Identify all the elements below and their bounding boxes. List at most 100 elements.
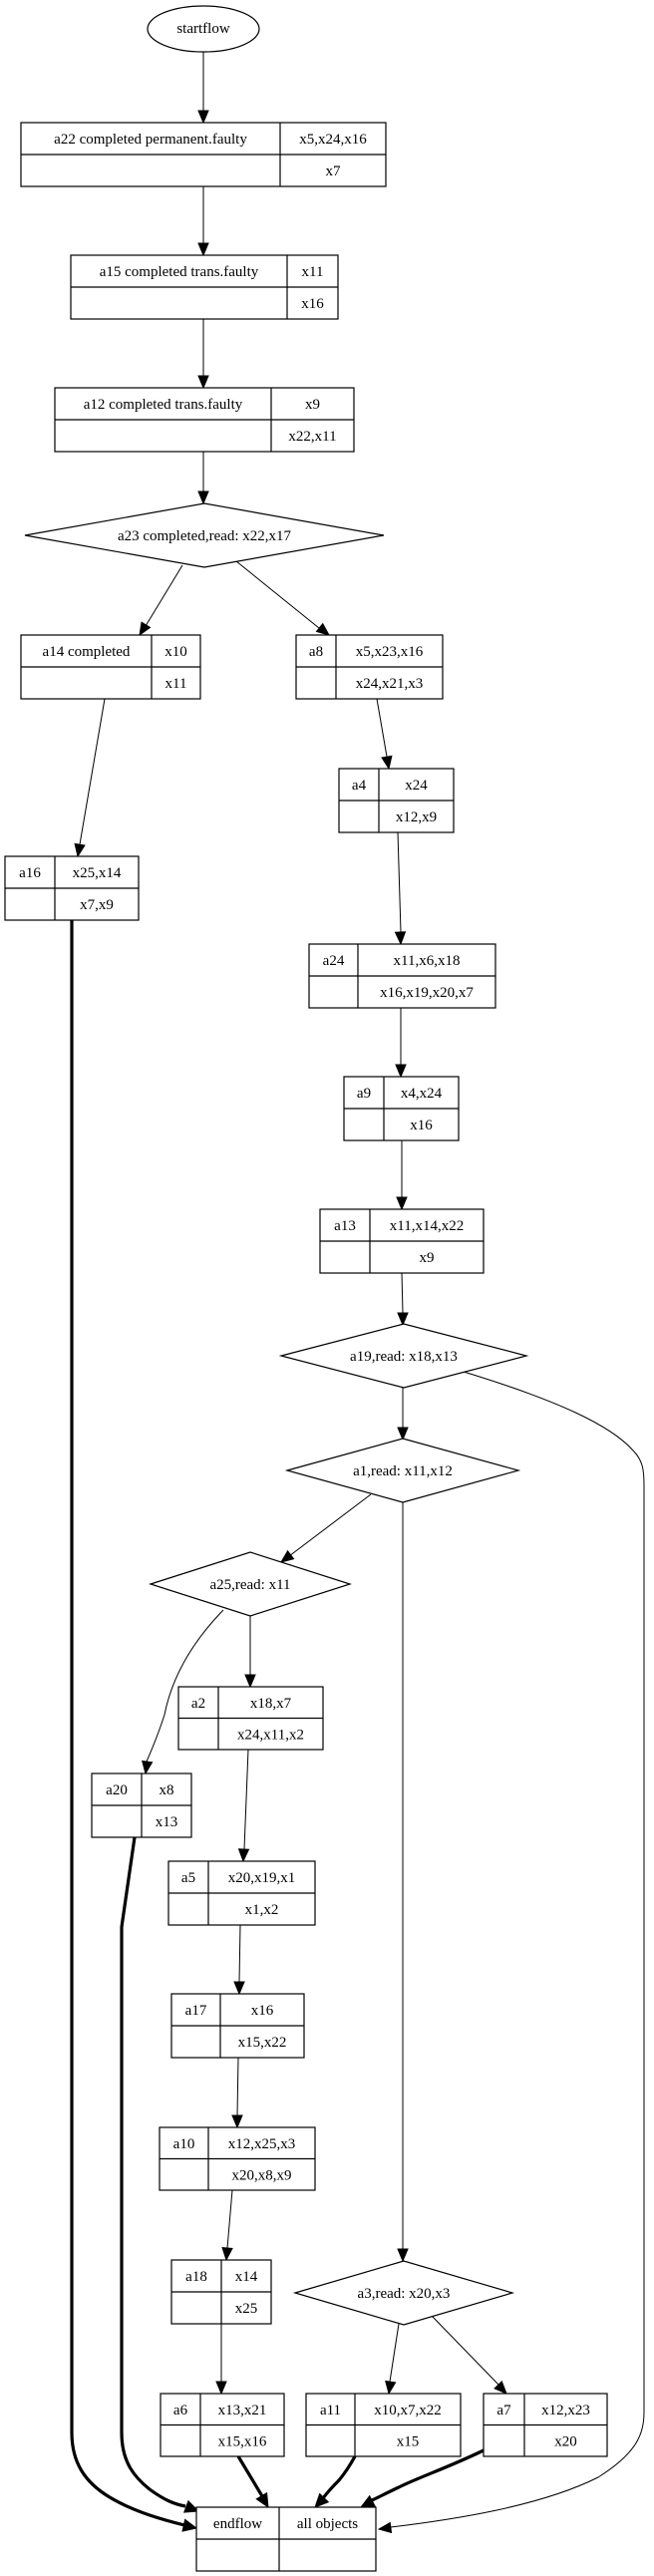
arrowhead-icon — [197, 110, 209, 125]
node-a7[interactable]: a7 x12,x23 x20 — [483, 2393, 608, 2457]
decision-a1[interactable]: a1,read: x11,x12 — [284, 1438, 521, 1503]
write-objects: x14 — [235, 2269, 258, 2285]
activity-name: a20 — [106, 1782, 128, 1798]
diamond-shape — [149, 1551, 352, 1617]
diamond-shape — [24, 502, 385, 568]
arrowhead-icon — [139, 621, 152, 637]
activity-name: a14 completed — [43, 644, 131, 660]
write-objects: x9 — [305, 397, 320, 413]
activity-name: a24 — [323, 953, 345, 969]
read-objects: x16,x19,x20,x7 — [380, 985, 474, 1001]
read-objects: x12,x9 — [396, 809, 437, 825]
arrowhead-icon — [74, 842, 86, 858]
write-objects: x12,x25,x3 — [228, 2136, 296, 2152]
edge-a4-to-a24 — [397, 831, 402, 933]
read-objects: x15,x16 — [218, 2433, 267, 2449]
arrowhead-icon — [279, 1549, 295, 1563]
arrowhead-icon — [215, 2381, 227, 2396]
read-objects: x11 — [165, 676, 187, 692]
write-objects: x13,x21 — [218, 2403, 267, 2418]
diamond-shape — [292, 2260, 515, 2326]
arrowhead-icon — [237, 1848, 250, 1863]
activity-name: a10 — [173, 2136, 195, 2152]
edge-a10-to-a18 — [226, 2189, 233, 2249]
decision-a25[interactable]: a25,read: x11 — [149, 1551, 352, 1617]
activity-name: a17 — [185, 2003, 207, 2019]
diamond-shape — [278, 1323, 529, 1389]
decision-label: a23 completed,read: x22,x17 — [118, 528, 292, 544]
read-objects: x9 — [420, 1250, 435, 1266]
edge-a13-to-a19 — [401, 1272, 404, 1314]
write-objects: x12,x23 — [541, 2403, 590, 2418]
activity-name: a11 — [320, 2403, 341, 2418]
edge-a2-to-a5 — [243, 1749, 249, 1850]
arrowhead-icon — [385, 2380, 397, 2396]
decision-label: a3,read: x20,x3 — [358, 2286, 451, 2302]
read-objects: x15,x22 — [238, 2035, 287, 2051]
read-objects: x20,x8,x9 — [232, 2167, 292, 2183]
write-objects: x11,x6,x18 — [394, 953, 461, 969]
activity-name: a15 completed trans.faulty — [100, 264, 259, 280]
edge-a19-to-endflow — [390, 1371, 645, 2528]
edge-a5-to-a17 — [238, 1924, 241, 1983]
arrowhead-icon — [255, 2491, 269, 2509]
activity-name: a12 completed trans.faulty — [84, 397, 243, 413]
decision-label: a1,read: x11,x12 — [353, 1463, 453, 1479]
write-objects: x25,x14 — [73, 865, 122, 881]
arrowhead-icon — [493, 2381, 507, 2395]
arrowhead-icon — [197, 242, 209, 257]
arrowhead-icon — [233, 1981, 245, 1996]
decision-a23[interactable]: a23 completed,read: x22,x17 — [24, 502, 385, 568]
activity-name: a4 — [352, 778, 367, 794]
arrowhead-icon — [397, 1312, 409, 1327]
read-objects: x13 — [156, 1814, 178, 1830]
node-a24[interactable]: a24 x11,x6,x18 x16,x19,x20,x7 — [308, 943, 496, 1009]
activity-name: a16 — [19, 865, 41, 881]
arrowhead-icon — [381, 755, 393, 771]
write-objects: x18,x7 — [250, 1696, 292, 1712]
read-objects: x24,x11,x2 — [237, 1727, 304, 1743]
node-startflow[interactable]: startflow — [147, 5, 260, 53]
start-ellipse — [147, 5, 260, 53]
decision-a3[interactable]: a3,read: x20,x3 — [292, 2260, 515, 2326]
node-a10[interactable]: a10 x12,x25,x3 x20,x8,x9 — [159, 2126, 316, 2191]
arrowhead-icon — [397, 1427, 409, 1442]
write-objects: x4,x24 — [401, 1086, 443, 1102]
arrowhead-icon — [181, 2518, 198, 2532]
activity-name: a7 — [496, 2403, 511, 2418]
write-objects: x20,x19,x1 — [228, 1870, 296, 1886]
activity-name: a8 — [309, 644, 323, 660]
arrowhead-icon — [314, 2492, 330, 2508]
decision-a19[interactable]: a19,read: x18,x13 — [278, 1323, 529, 1389]
write-objects: x10,x7,x22 — [374, 2403, 442, 2418]
write-objects: x5,x23,x16 — [356, 644, 424, 660]
arrowhead-icon — [142, 1760, 154, 1775]
end-label: endflow — [213, 2516, 262, 2532]
activity-name: a13 — [334, 1218, 356, 1234]
arrowhead-icon — [221, 2247, 233, 2262]
arrowhead-icon — [359, 2494, 377, 2508]
read-objects: x20 — [554, 2433, 577, 2449]
edge-a3-to-a11 — [389, 2323, 400, 2383]
edge-a14-to-a16 — [79, 698, 106, 845]
decision-label: a25,read: x11 — [209, 1577, 290, 1593]
read-objects: x25 — [235, 2301, 258, 2317]
